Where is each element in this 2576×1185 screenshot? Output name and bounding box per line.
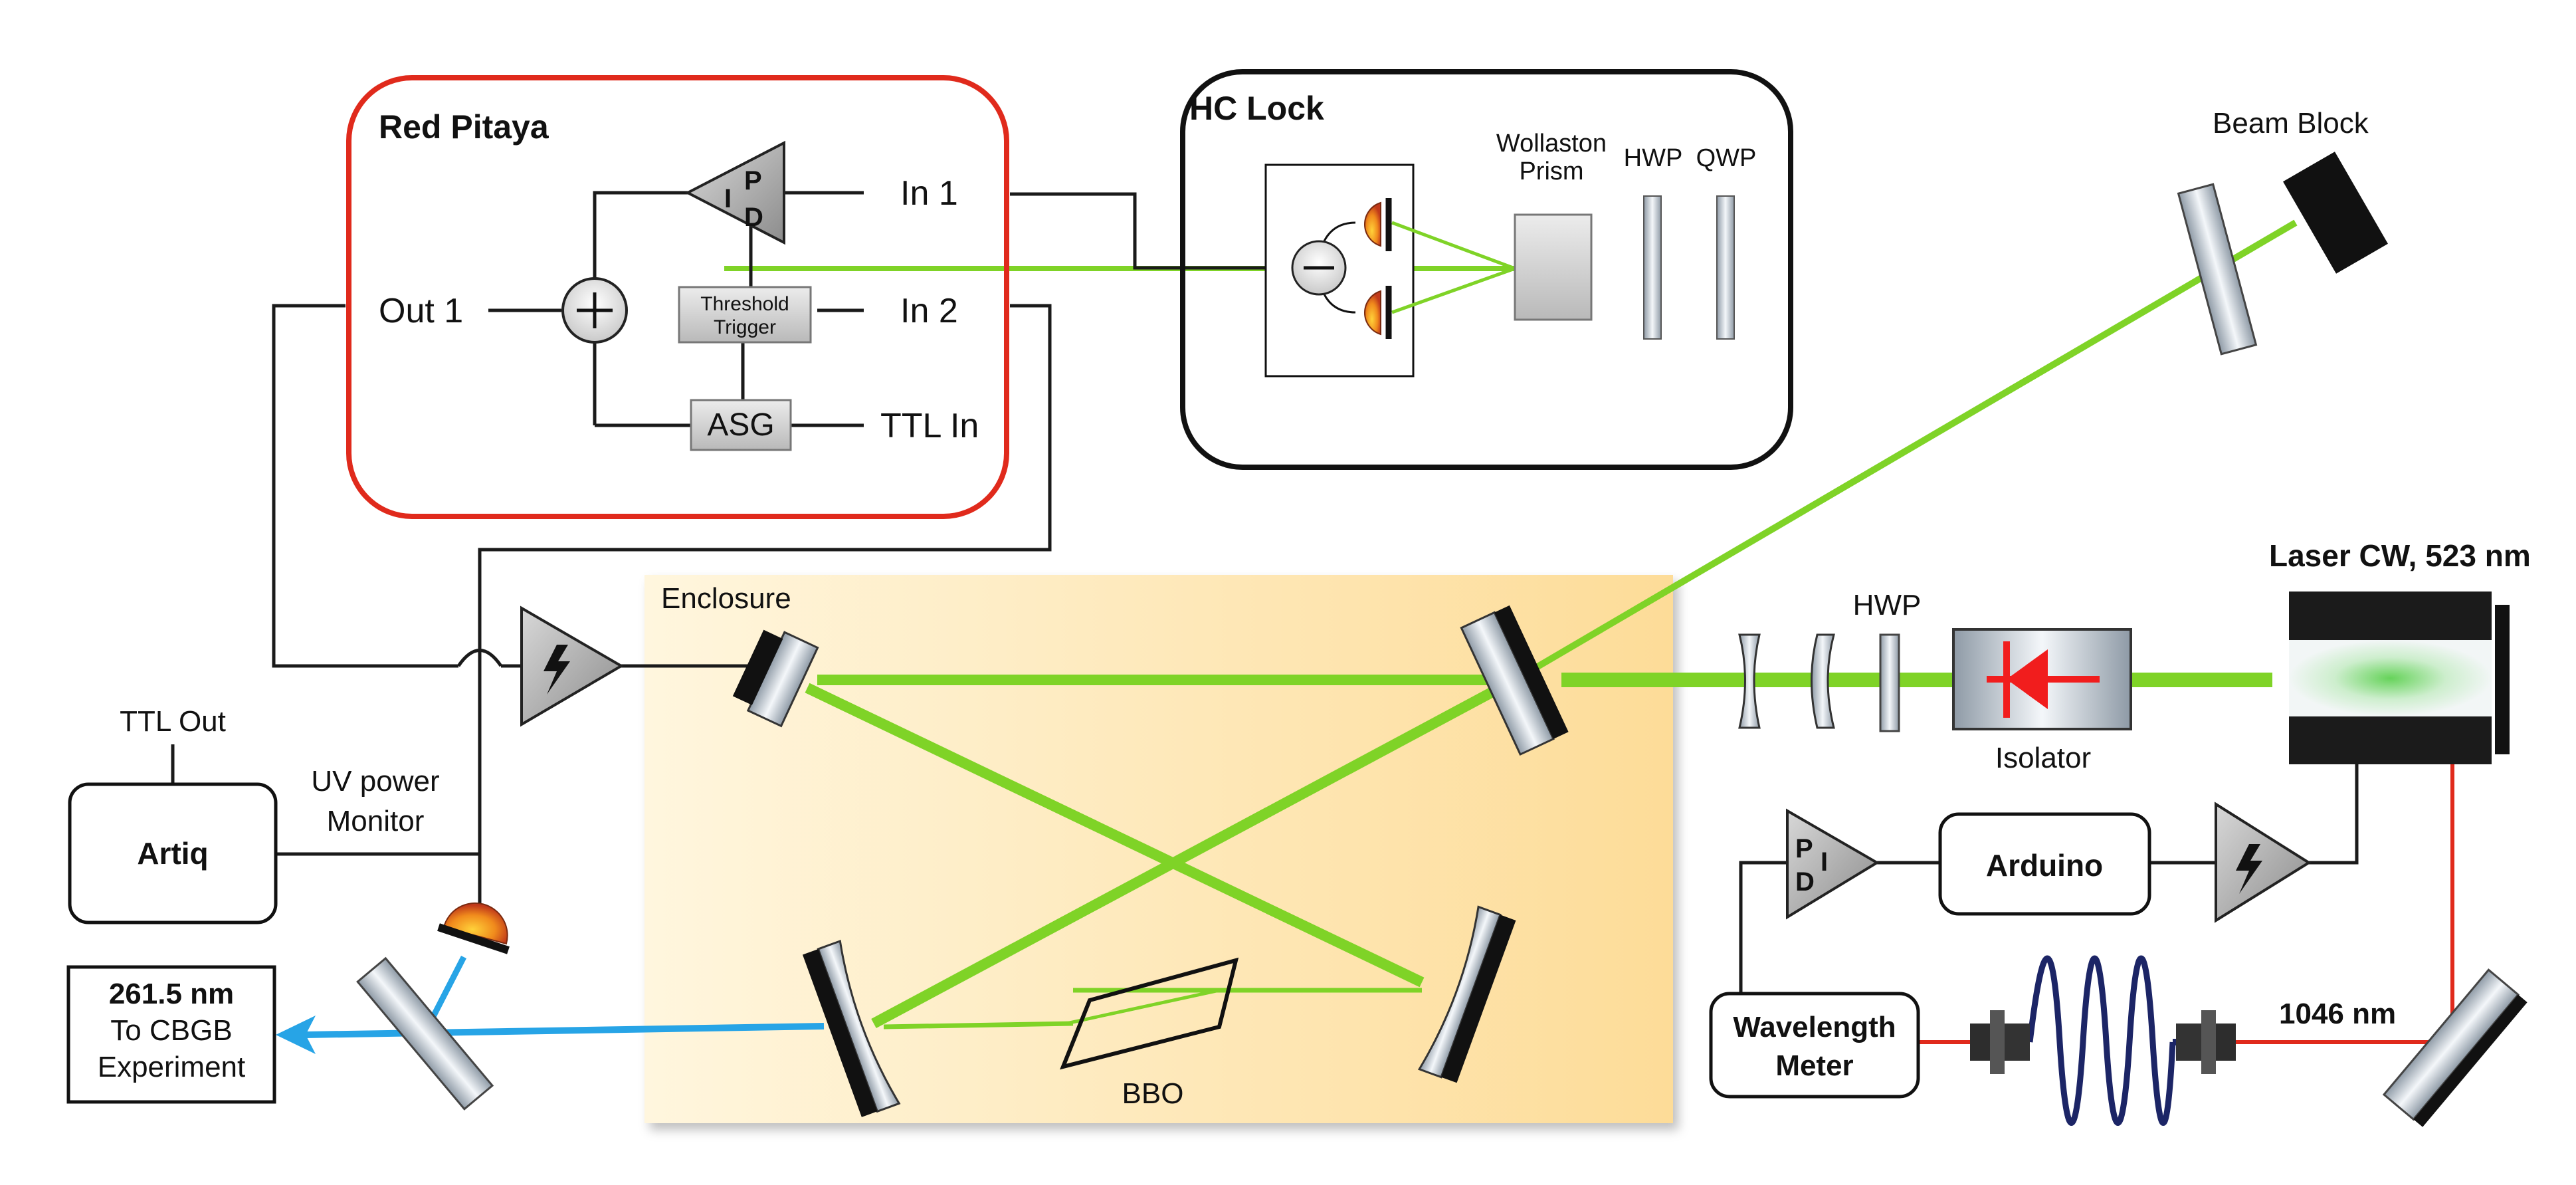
qwp-plate-hc — [1716, 195, 1735, 340]
cavity-mirror-curved-right — [1417, 905, 1516, 1083]
ttl-in-label: TTL In — [880, 407, 979, 445]
lens-2 — [1811, 633, 1835, 729]
fiber-coil — [1970, 955, 2236, 1126]
arduino-box: Arduino — [1938, 812, 2151, 916]
uv-monitor-label-1: UV power — [311, 765, 439, 798]
svg-text:D: D — [744, 203, 763, 232]
ir-photodiode-amp — [2215, 802, 2312, 923]
wavelength-meter-box: Wavelength Meter — [1709, 992, 1920, 1099]
prism-label: Prism — [1519, 158, 1583, 185]
uv-photodiode-amp — [520, 605, 624, 727]
in2-label: In 2 — [900, 292, 958, 330]
isolator — [1952, 628, 2132, 730]
bbo-label: BBO — [1122, 1077, 1184, 1110]
in1-label: In 1 — [900, 174, 958, 213]
svg-text:Meter: Meter — [1775, 1049, 1853, 1082]
svg-text:Threshold: Threshold — [700, 293, 789, 315]
red-pitaya-title: Red Pitaya — [379, 108, 549, 146]
isolator-label: Isolator — [1995, 742, 2091, 774]
svg-text:To CBGB: To CBGB — [110, 1014, 232, 1047]
svg-text:P: P — [744, 166, 762, 195]
uv-monitor-label-2: Monitor — [327, 805, 425, 837]
beam-block — [2283, 152, 2388, 274]
uv-photodiode — [437, 902, 510, 954]
svg-text:Arduino: Arduino — [1986, 848, 2103, 883]
hc-lock-box — [1180, 69, 1793, 470]
out1-label: Out 1 — [379, 292, 463, 330]
pid-controller: P I D — [684, 140, 785, 245]
nm1046-label: 1046 nm — [2279, 998, 2396, 1030]
enclosure-label: Enclosure — [661, 582, 791, 615]
svg-text:P: P — [1795, 834, 1813, 863]
cavity-mirror-curved-left — [802, 939, 901, 1117]
svg-text:261.5 nm: 261.5 nm — [109, 978, 234, 1010]
uv-pickoff-mirror — [356, 956, 494, 1111]
output-box: 261.5 nm To CBGB Experiment — [66, 965, 276, 1104]
svg-text:D: D — [1795, 867, 1815, 897]
qwp-label-hc: QWP — [1696, 144, 1757, 172]
hwp-label-main: HWP — [1853, 589, 1922, 621]
svg-text:I: I — [724, 184, 732, 213]
artiq-box: Artiq — [68, 782, 278, 924]
wollaston-prism — [1514, 213, 1593, 321]
asg-block: ASG — [690, 399, 792, 451]
hwp-plate-hc — [1643, 195, 1662, 340]
svg-text:Wavelength: Wavelength — [1733, 1011, 1896, 1043]
svg-text:I: I — [1821, 847, 1828, 877]
bbo-crystal — [1060, 957, 1239, 1070]
wollaston-label: Wollaston — [1496, 130, 1607, 158]
cavity-mirror-input — [1460, 605, 1569, 756]
ir-pickoff-mirror — [2382, 968, 2527, 1127]
hwp-plate-main — [1879, 633, 1900, 732]
hwp-label-hc: HWP — [1624, 144, 1683, 172]
laser-label: Laser CW, 523 nm — [2269, 538, 2531, 573]
lens-1 — [1738, 633, 1761, 729]
pickoff-mirror — [2177, 183, 2258, 356]
ttl-out-label: TTL Out — [120, 705, 226, 738]
pdi-controller: P I D — [1786, 808, 1880, 920]
hc-lock-title: HC Lock — [1189, 90, 1324, 127]
laser-cw — [2289, 592, 2510, 764]
svg-text:Experiment: Experiment — [98, 1051, 246, 1083]
cavity-mirror-pzt — [732, 629, 819, 728]
svg-text:Artiq: Artiq — [137, 836, 208, 871]
red-pitaya-box — [346, 75, 1009, 519]
svg-text:Trigger: Trigger — [714, 316, 776, 338]
threshold-trigger: Threshold Trigger — [678, 286, 812, 344]
balanced-detector — [1264, 163, 1516, 377]
svg-text:ASG: ASG — [707, 407, 774, 443]
summing-junction — [561, 277, 628, 344]
beam-block-label: Beam Block — [2213, 107, 2369, 140]
signal-wires — [171, 191, 2359, 994]
